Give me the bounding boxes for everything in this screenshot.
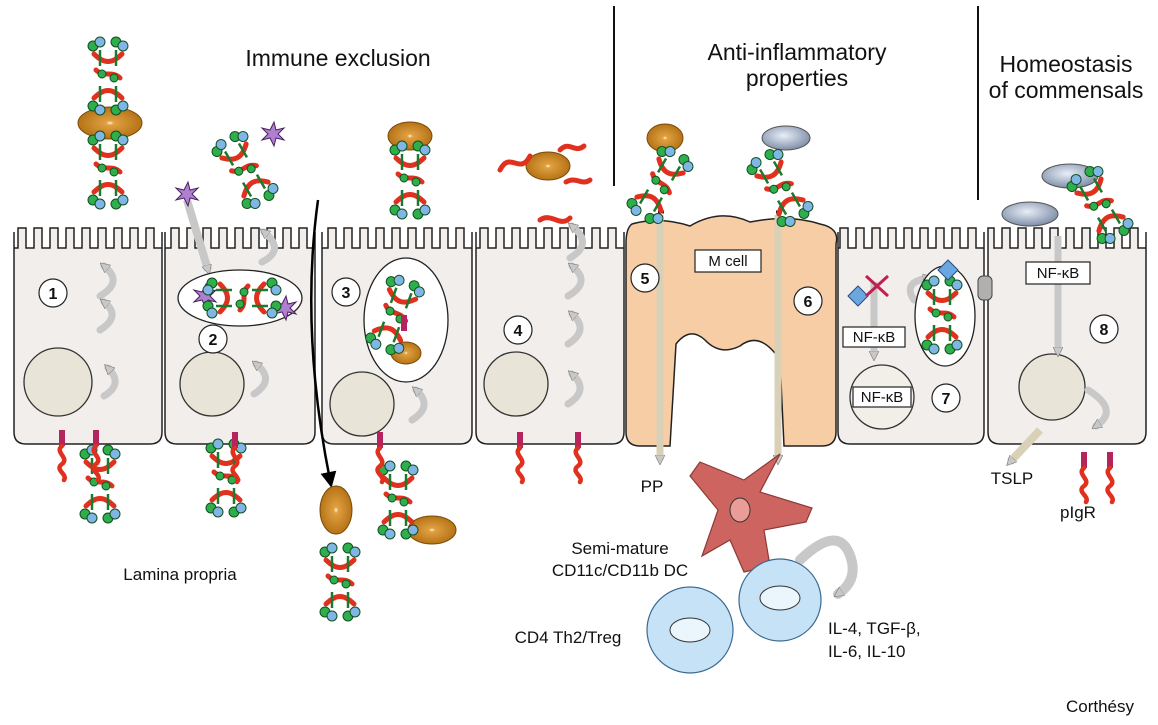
cell-number-8: 8 <box>1100 322 1109 339</box>
heading-immune-exclusion: Immune exclusion <box>245 45 430 71</box>
nf-kb-nuclear-label: NF-κB <box>861 389 904 406</box>
cell-number-5: 5 <box>641 271 650 288</box>
tight-junction <box>977 275 993 301</box>
free-secretory-component <box>497 143 593 224</box>
pigr-receptors <box>59 315 1113 502</box>
nf-kb-label: NF-κB <box>853 329 896 346</box>
author-credit: Corthésy <box>1066 697 1135 716</box>
cell-number-3: 3 <box>342 285 351 302</box>
nucleus <box>23 347 93 417</box>
t-cells <box>646 558 822 674</box>
cell-number-1: 1 <box>49 286 58 303</box>
heading-homeostasis-line1: Homeostasis <box>1000 51 1133 77</box>
heading-anti-inflammatory-line2: properties <box>746 65 848 91</box>
nf-kb-cell8-label: NF-κB <box>1037 265 1080 282</box>
epithelial-cell-8 <box>987 227 1147 445</box>
nucleus <box>329 371 395 437</box>
t-cell-label: CD4 Th2/Treg <box>515 628 622 647</box>
cytokines-label-line1: IL-4, TGF-β, <box>828 619 921 638</box>
heading-anti-inflammatory-line1: Anti-inflammatory <box>708 39 887 65</box>
nucleus <box>179 351 245 417</box>
dc-label-line1: Semi-mature <box>571 539 668 558</box>
cytokines-label-line2: IL-6, IL-10 <box>828 642 906 661</box>
pigr-label: pIgR <box>1060 503 1096 522</box>
pp-label: PP <box>641 477 664 496</box>
heading-homeostasis-line2: of commensals <box>989 77 1144 103</box>
antigens <box>174 120 298 322</box>
dc-label-line2: CD11c/CD11b DC <box>552 561 688 580</box>
lamina-propria-label: Lamina propria <box>123 565 237 584</box>
commensal-bacteria <box>761 125 1099 227</box>
dendritic-cell <box>689 453 813 573</box>
m-cell-label: M cell <box>708 253 747 270</box>
exit-arrow <box>310 199 337 488</box>
epithelial-cell-1 <box>13 227 163 445</box>
epithelial-cell-2 <box>164 227 316 445</box>
tslp-label: TSLP <box>991 469 1034 488</box>
vesicle <box>177 269 303 327</box>
cell-number-6: 6 <box>804 294 813 311</box>
transcytosis-arrows <box>96 226 1110 599</box>
cell-number-4: 4 <box>514 323 523 340</box>
epithelial-cell-4 <box>475 227 625 445</box>
nf-kb-pathway: NF-κB NF-κB NF-κB <box>842 259 1091 408</box>
m-cell: M cell <box>625 215 838 447</box>
cell-number-2: 2 <box>209 332 218 349</box>
cell-number-7: 7 <box>942 391 951 408</box>
nucleus <box>483 351 549 417</box>
nucleus <box>1018 353 1086 421</box>
m-cell-label-box <box>694 249 762 273</box>
cell-numbers: 1 2 3 4 5 6 7 8 <box>38 263 1119 413</box>
